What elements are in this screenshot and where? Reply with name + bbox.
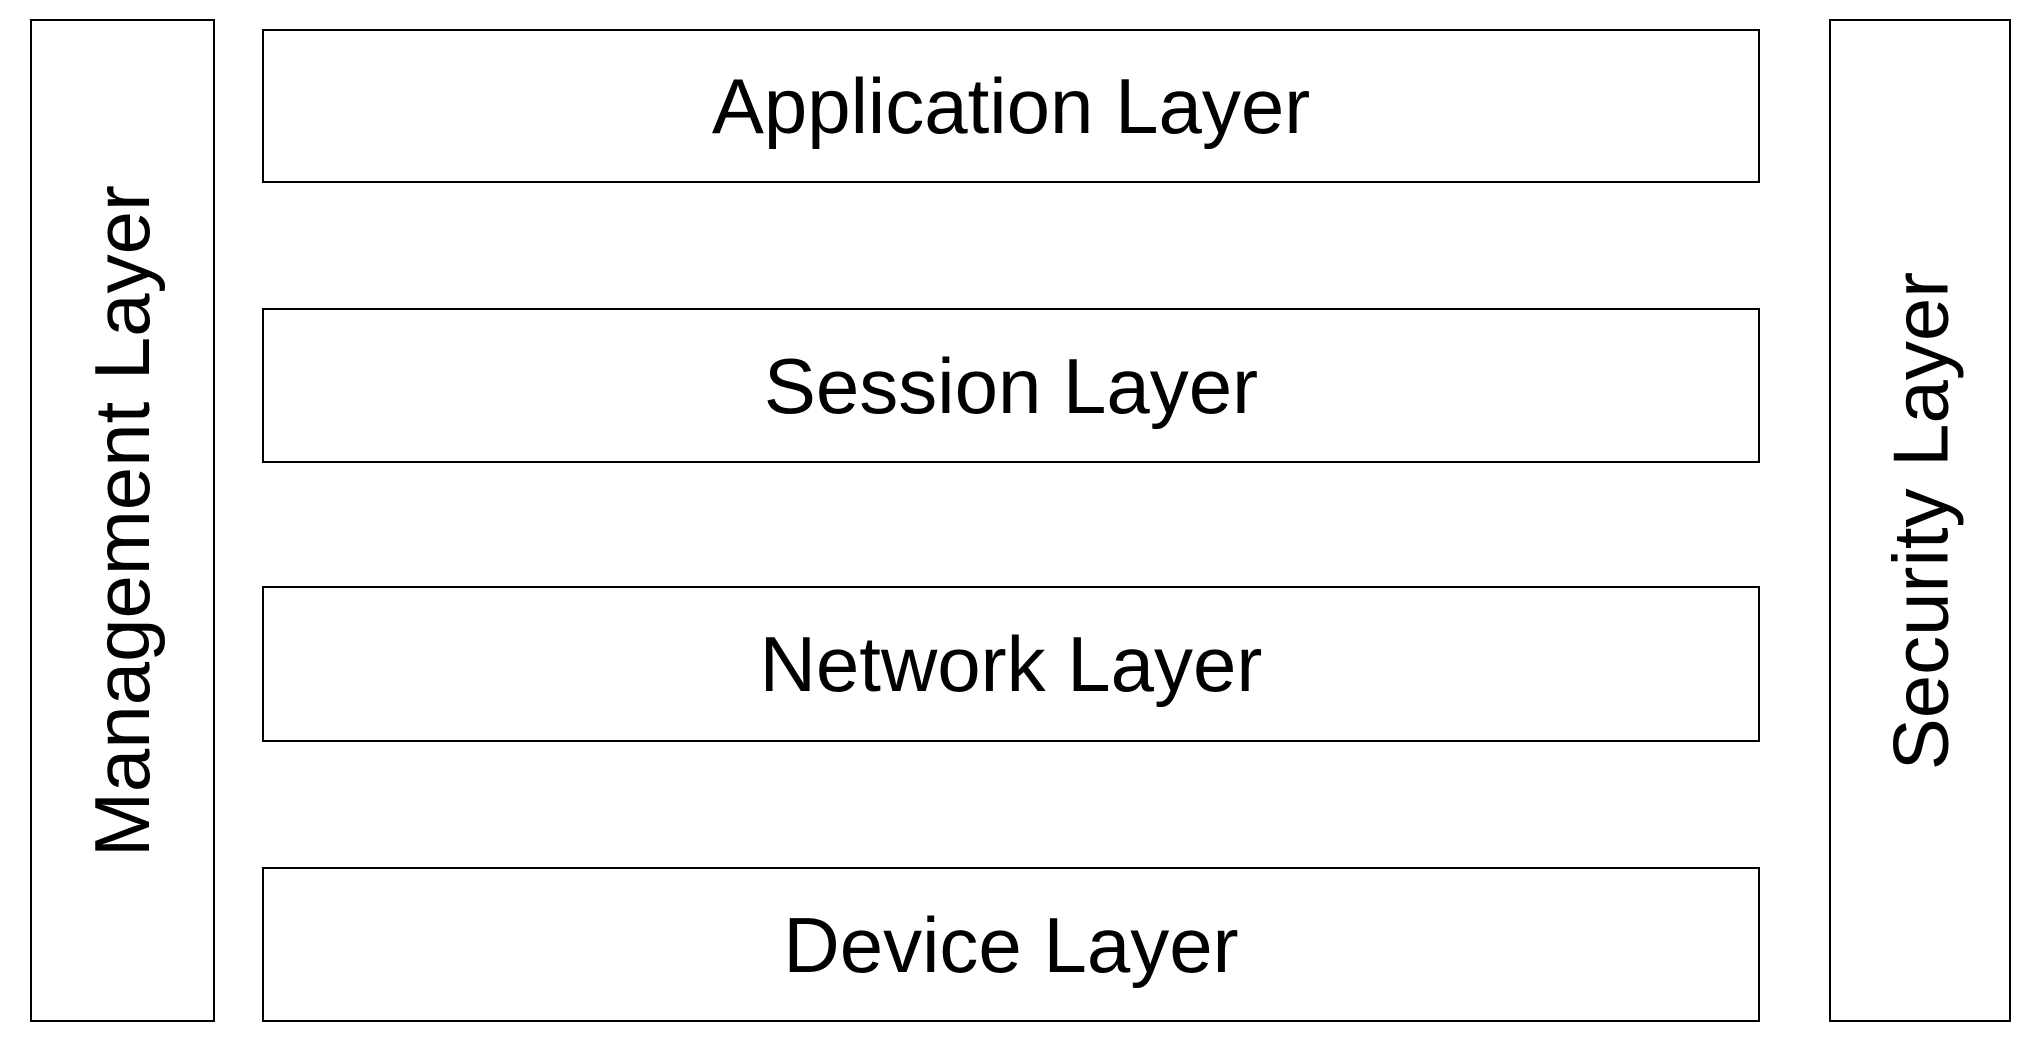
security-layer-box: Security Layer <box>1829 19 2011 1022</box>
network-layer-label: Network Layer <box>759 620 1263 708</box>
device-layer-label: Device Layer <box>783 900 1239 989</box>
application-layer-label: Application Layer <box>711 62 1311 150</box>
device-layer-box: Device Layer <box>262 867 1760 1022</box>
application-layer-box: Application Layer <box>262 29 1760 183</box>
management-layer-box: Management Layer <box>30 19 215 1022</box>
network-layer-box: Network Layer <box>262 586 1760 742</box>
security-layer-label: Security Layer <box>1876 271 1965 770</box>
session-layer-box: Session Layer <box>262 308 1760 463</box>
session-layer-label: Session Layer <box>763 341 1259 430</box>
management-layer-label: Management Layer <box>78 184 167 857</box>
